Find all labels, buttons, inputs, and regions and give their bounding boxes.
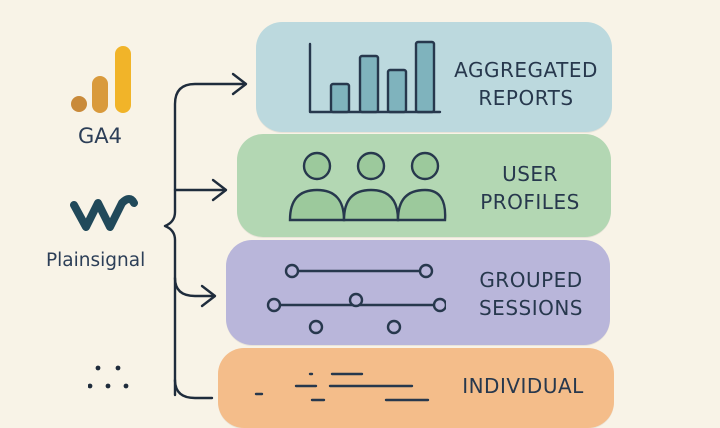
plainsignal-label: Plainsignal <box>46 250 146 271</box>
ga4-bar-logo-icon <box>71 46 131 113</box>
tier-individual: INDIVIDUAL <box>218 348 614 428</box>
dots-logo-icon <box>88 365 129 389</box>
connector-arrows <box>163 72 248 400</box>
tier-aggregated-label: AGGREGATED REPORTS <box>454 58 598 110</box>
tier-user-profiles: USER PROFILES <box>237 134 611 237</box>
plainsignal-wave-logo-icon <box>70 195 138 231</box>
tier-aggregated-reports: AGGREGATED REPORTS <box>256 22 612 132</box>
event-dashes-icon <box>254 372 430 402</box>
session-timeline-icon <box>266 263 446 335</box>
user-group-icon <box>288 151 447 222</box>
ga4-label: GA4 <box>78 124 122 148</box>
bar-chart-icon <box>308 40 442 114</box>
tier-grouped-sessions: GROUPED SESSIONS <box>226 240 610 345</box>
tier-user-label: USER PROFILES <box>480 162 580 214</box>
tier-grouped-label: GROUPED SESSIONS <box>478 268 584 320</box>
tier-individual-label: INDIVIDUAL <box>462 374 584 398</box>
